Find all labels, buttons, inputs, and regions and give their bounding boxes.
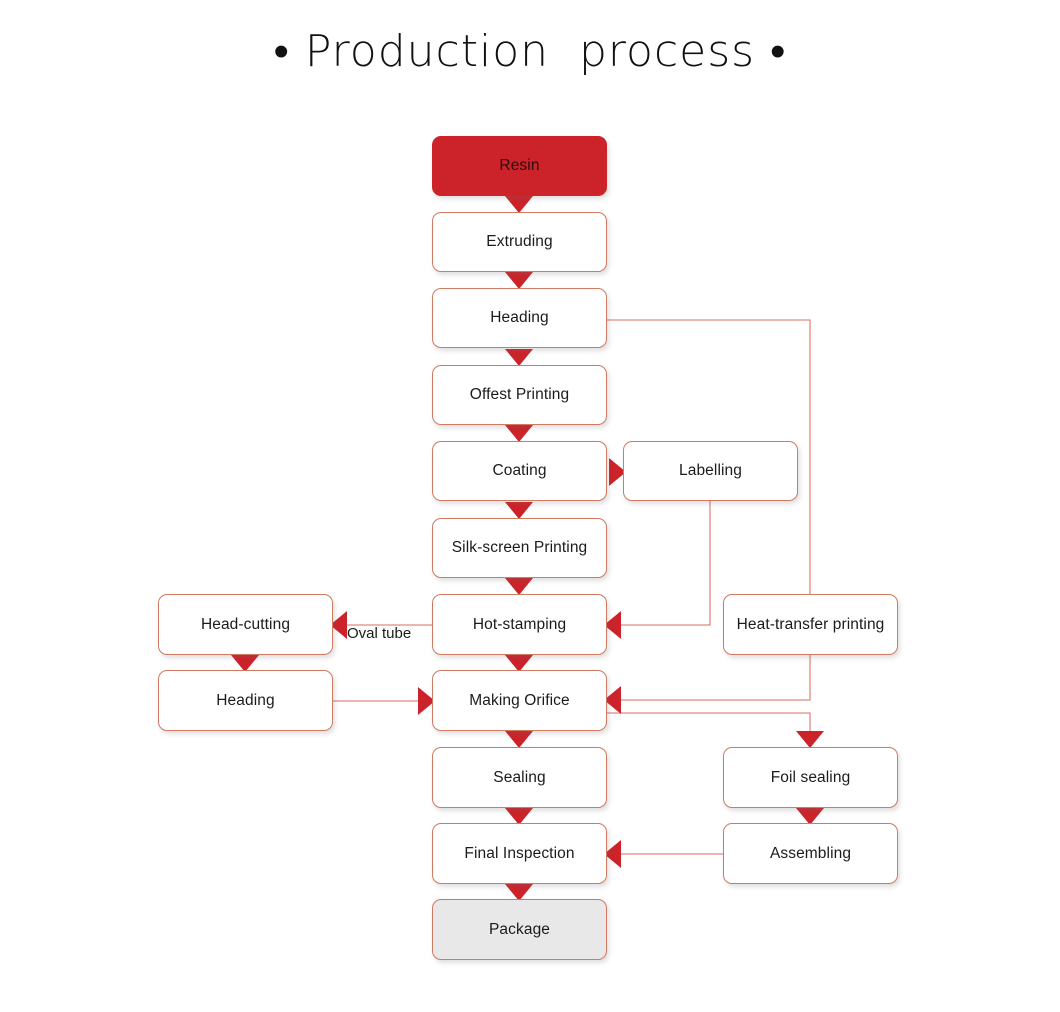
node-heading1[interactable]: Heading — [432, 288, 607, 348]
node-offset[interactable]: Offest Printing — [432, 365, 607, 425]
node-headcutting[interactable]: Head-cutting — [158, 594, 333, 655]
node-label: Making Orifice — [469, 691, 570, 709]
node-label: Package — [488, 920, 551, 938]
arrow-extruding-to-heading — [505, 272, 533, 289]
node-label: Assembling — [769, 844, 852, 862]
node-labelling[interactable]: Labelling — [623, 441, 798, 501]
node-makingorifice[interactable]: Making Orifice — [432, 670, 607, 731]
node-label: Offest Printing — [469, 386, 570, 403]
arrow-resin-to-extruding — [505, 196, 533, 213]
node-silkscreen[interactable]: Silk-screen Printing — [432, 518, 607, 578]
node-label: Foil sealing — [770, 768, 851, 786]
node-finalinspect[interactable]: Final Inspection — [432, 823, 607, 884]
edge-label-oval-tube: Oval tube — [347, 625, 412, 642]
node-label: Extruding — [486, 233, 553, 250]
node-label: Heading — [490, 309, 549, 326]
arrow-offset-to-coating — [505, 425, 533, 442]
arrow-orifice-to-sealing — [505, 731, 533, 748]
arrow-coating-to-silkscreen — [505, 502, 533, 519]
node-foilsealing[interactable]: Foil sealing — [723, 747, 898, 808]
node-heattransfer[interactable]: Heat-transfer printing — [723, 594, 898, 655]
node-label: Resin — [499, 157, 540, 174]
arrow-orifice-to-foilsealing — [796, 731, 824, 748]
node-package[interactable]: Package — [432, 899, 607, 960]
node-coating[interactable]: Coating — [432, 441, 607, 501]
node-label: Silk-screen Printing — [451, 539, 588, 556]
node-label: Hot-stamping — [472, 615, 567, 633]
node-label: Heading — [216, 691, 275, 709]
node-label: Labelling — [679, 462, 742, 479]
node-label: Head-cutting — [200, 615, 291, 633]
node-extruding[interactable]: Extruding — [432, 212, 607, 272]
node-assembling[interactable]: Assembling — [723, 823, 898, 884]
edge-making-orifice-to-foil-sealing — [607, 712, 811, 747]
page-title: • Production process • — [273, 26, 787, 77]
node-hotstamping[interactable]: Hot-stamping — [432, 594, 607, 655]
node-label: Coating — [492, 462, 547, 479]
node-heading2[interactable]: Heading — [158, 670, 333, 731]
edge-heat-transfer-to-making-orifice — [618, 655, 811, 701]
edge-labelling-to-hot-stamping — [618, 501, 711, 626]
node-label: Final Inspection — [464, 844, 575, 862]
arrow-heading-to-offset — [505, 349, 533, 366]
node-sealing[interactable]: Sealing — [432, 747, 607, 808]
arrow-silkscreen-to-hotstamping — [505, 578, 533, 595]
node-label: Sealing — [493, 768, 546, 786]
node-label: Heat-transfer printing — [736, 615, 885, 633]
node-resin[interactable]: Resin — [432, 136, 607, 196]
